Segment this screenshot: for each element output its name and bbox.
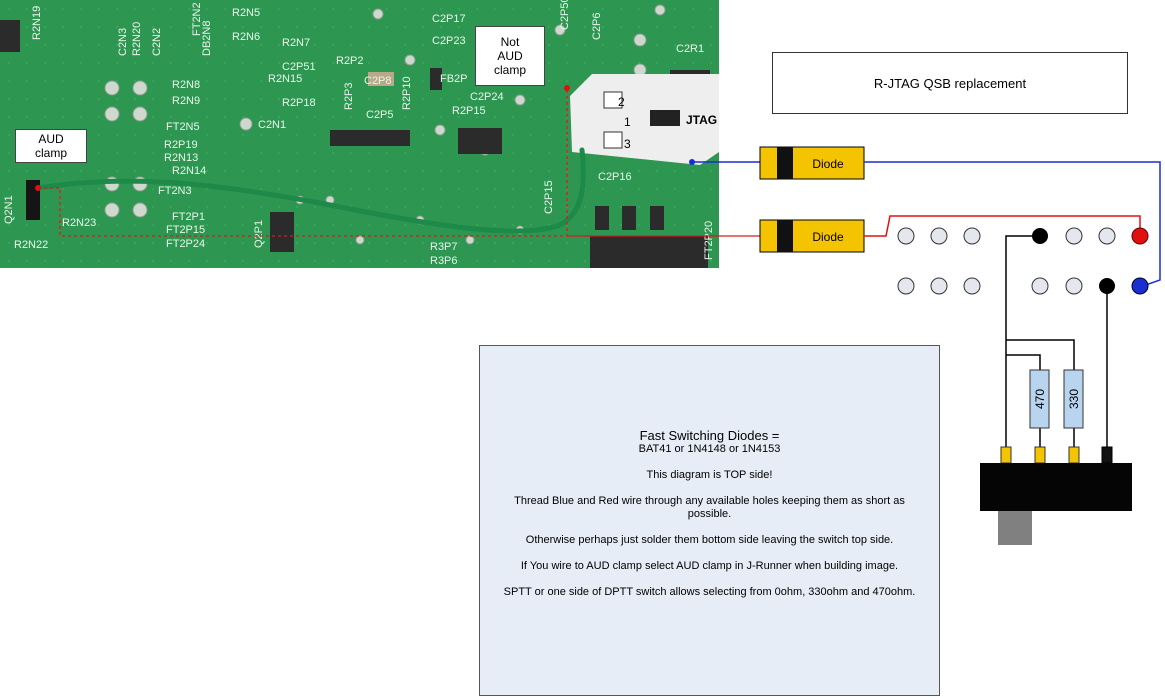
pcb-component-label: FT2P1 [172, 211, 205, 223]
pcb-component-label: DB2N8 [201, 21, 213, 56]
pcb-component-label: C2P50 [559, 0, 571, 30]
pcb-component-label: R2N19 [31, 6, 43, 40]
notes-title: Fast Switching Diodes = [639, 428, 780, 443]
notes-line: This diagram is TOP side! [646, 469, 773, 481]
notes-line: Thread Blue and Red wire through any ava… [514, 495, 905, 520]
pcb-component-label: R2N15 [268, 73, 302, 85]
pcb-component-label: R2N6 [232, 31, 260, 43]
pcb-component-label: Q2P1 [253, 220, 265, 248]
resistor-330-label: 330 [1067, 389, 1081, 409]
diode-2-label: Diode [812, 230, 844, 244]
pin-number-2: 2 [618, 95, 625, 109]
pcb-component-label: C2N1 [258, 119, 286, 131]
pcb-component-label: R2P19 [164, 139, 198, 151]
pcb-component-label: R2N8 [172, 79, 200, 91]
pcb-component-label: C2P51 [282, 61, 316, 73]
notes-subtitle: BAT41 or 1N4148 or 1N4153 [638, 443, 781, 455]
diagram-title: R-JTAG QSB replacement [772, 52, 1128, 114]
pcb-component-label: FT2N3 [158, 185, 192, 197]
pcb-component-label: R2P10 [401, 76, 413, 110]
diode-2: Diode [759, 219, 865, 253]
pcb-component-label: R2N7 [282, 37, 310, 49]
pcb-component-label: C2P8 [364, 75, 392, 87]
notes-line: Otherwise perhaps just solder them botto… [525, 534, 894, 546]
pcb-component-label: FT2P20 [703, 221, 715, 260]
pcb-component-label: C2P15 [543, 180, 555, 214]
pcb-component-label: FT2P24 [166, 238, 205, 250]
pcb-component-label: R2N20 [131, 22, 143, 56]
header-pins [897, 227, 1149, 295]
pcb-component-label: FT2N5 [166, 121, 200, 133]
pcb-component-label: R2P3 [343, 82, 355, 110]
pcb-component-label: C2P17 [432, 13, 466, 25]
pcb-component-label: FB2P [440, 73, 468, 85]
pcb-component-label: C2P6 [591, 12, 603, 40]
pcb-component-label: R2N14 [172, 165, 206, 177]
resistor-470-label: 470 [1033, 389, 1047, 409]
notes-line: If You wire to AUD clamp select AUD clam… [520, 560, 899, 572]
pcb-component-label: C2R1 [676, 43, 704, 55]
notes-line: SPTT or one side of DPTT switch allows s… [503, 586, 916, 598]
pcb-component-label: FT2P15 [166, 224, 205, 236]
pcb-component-label: C2P5 [366, 109, 394, 121]
pcb-component-label: R2P2 [336, 55, 364, 67]
pcb-component-label: C2P24 [470, 91, 504, 103]
pcb-component-label: C2P16 [598, 171, 632, 183]
pcb-component-label: R2N9 [172, 95, 200, 107]
not-aud-clamp-callout: Not AUD clamp [475, 26, 545, 86]
pcb-component-label: R2N5 [232, 7, 260, 19]
pcb-component-label: R2P15 [452, 105, 486, 117]
pcb-component-label: C2N3 [117, 28, 129, 56]
pcb-component-label: R2N13 [164, 152, 198, 164]
diode-1-label: Diode [812, 157, 844, 171]
pcb-component-label: R2N23 [62, 217, 96, 229]
notes-panel: Fast Switching Diodes = BAT41 or 1N4148 … [479, 345, 940, 696]
pcb-component-label: C2P23 [432, 35, 466, 47]
resistor-470: 470 [1029, 369, 1050, 429]
resistor-330: 330 [1063, 369, 1084, 429]
diode-1: Diode [759, 146, 865, 180]
aud-clamp-callout: AUD clamp [15, 129, 87, 163]
selector-switch [980, 446, 1132, 545]
pin-number-3: 3 [624, 137, 631, 151]
pcb-component-label: C2N2 [151, 28, 163, 56]
jtag-label: JTAG [686, 113, 717, 127]
pcb-component-label: R2P18 [282, 97, 316, 109]
pin-number-1: 1 [624, 115, 631, 129]
pcb-component-label: Q2N1 [3, 195, 15, 224]
pcb-component-label: R3P7 [430, 241, 458, 253]
pcb-component-label: R3P6 [430, 255, 458, 267]
pcb-component-label: FT2N2 [191, 2, 203, 36]
pcb-component-label: R2N22 [14, 239, 48, 251]
